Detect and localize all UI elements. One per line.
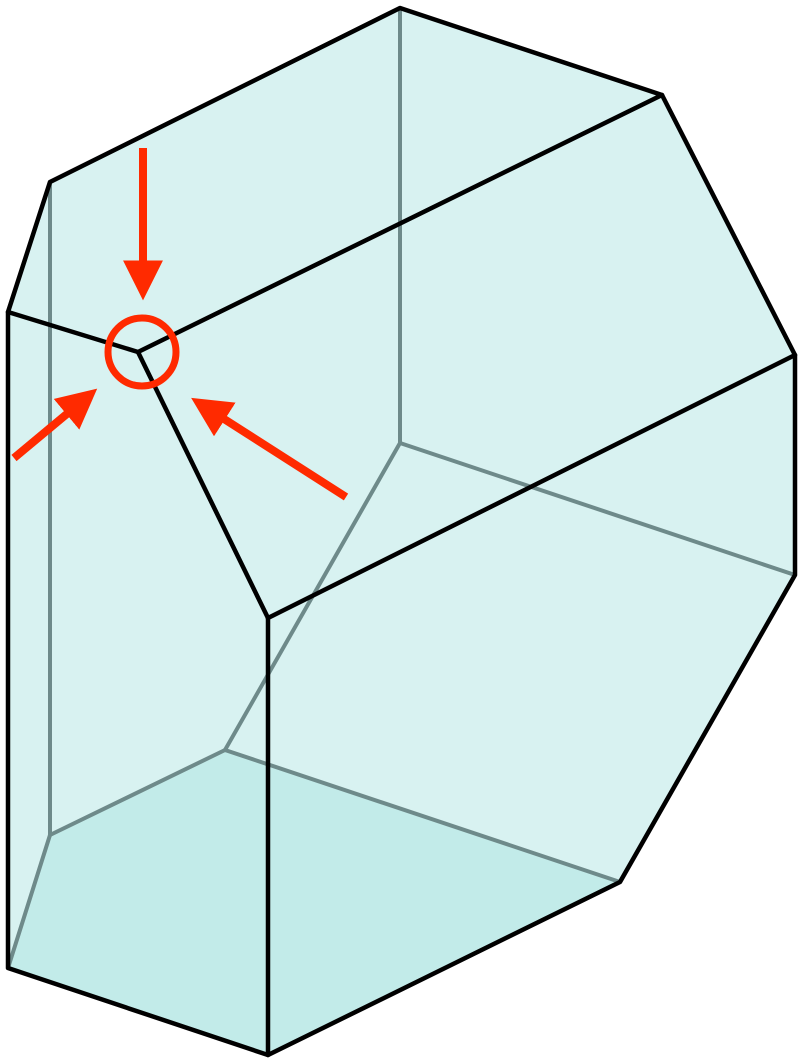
visible-edge xyxy=(265,352,798,621)
face-top-slant xyxy=(138,95,795,618)
visible-edge xyxy=(135,92,665,355)
visible-edge xyxy=(135,349,271,621)
outline-silhouette xyxy=(5,5,798,1058)
hidden-edge xyxy=(6,833,52,970)
face-front-left xyxy=(8,312,268,1055)
arrow-from-right xyxy=(191,397,349,501)
hidden-edge xyxy=(398,441,797,577)
vertex-annotations xyxy=(11,148,349,501)
hidden-edge xyxy=(223,748,622,884)
highlight-circle xyxy=(104,314,180,390)
face-top-left xyxy=(8,8,662,352)
hidden-edge xyxy=(48,748,227,837)
hidden-edges xyxy=(6,6,797,970)
arrow-from-left xyxy=(11,388,98,462)
face-bottom xyxy=(8,750,620,1055)
visible-edge xyxy=(5,309,141,355)
visible-edges xyxy=(5,5,798,1058)
